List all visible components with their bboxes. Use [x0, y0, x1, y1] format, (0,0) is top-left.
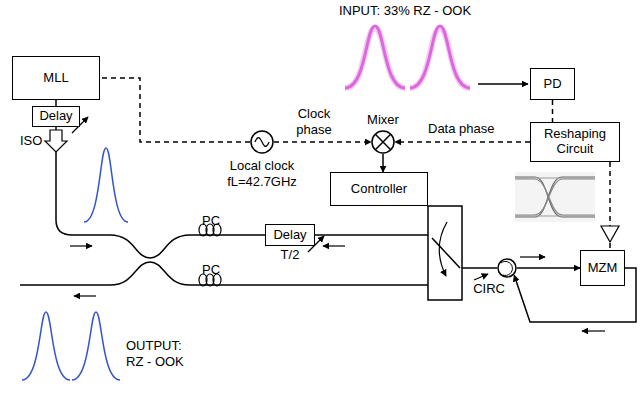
oscillator-symbol: Local clock fL=42.7GHz — [250, 130, 274, 154]
delay-box: Delay — [32, 106, 80, 127]
fiber — [315, 234, 428, 236]
node-heading: Mixer — [367, 112, 399, 127]
photodiode-box: PD — [530, 68, 575, 100]
optical-switch — [428, 206, 462, 300]
node-heading: Local clock fL=42.7GHz — [216, 158, 308, 189]
component-label: PC — [202, 262, 220, 278]
signal-line — [274, 141, 371, 143]
signal-label: INPUT: 33% RZ - OOK — [335, 3, 475, 19]
output-pulses — [22, 312, 120, 380]
box-label: MLL — [43, 71, 68, 86]
switch-lever — [432, 238, 460, 268]
signal-line — [100, 78, 250, 142]
signal-label: Data phase — [428, 121, 495, 137]
modulator-box: MZM — [580, 250, 625, 286]
signal-label: OUTPUT: RZ - OOK — [126, 338, 198, 369]
signal-label: Clock phase — [290, 106, 338, 137]
circulator-symbol: CIRC — [497, 258, 517, 278]
component-label: ISO — [20, 133, 42, 149]
amplifier-symbol — [601, 226, 619, 242]
sine-symbol — [255, 138, 269, 147]
node-heading: T/2 — [281, 248, 300, 263]
fiber-lines — [20, 126, 497, 285]
switch-arrow — [439, 222, 447, 276]
connector-line — [382, 154, 384, 172]
node-outline — [497, 258, 517, 278]
circle-outline — [498, 259, 516, 277]
component-label: PC — [202, 213, 220, 229]
node-heading: CIRC — [473, 281, 505, 296]
circle-outline — [372, 131, 394, 153]
fiber — [20, 262, 428, 285]
controller-box: Controller — [330, 172, 428, 206]
input-arrow — [478, 83, 528, 85]
input-pulses — [345, 26, 470, 88]
node-outline — [250, 130, 274, 154]
clock-pulse — [84, 148, 128, 222]
box-label: Delay — [273, 228, 306, 243]
fiber — [462, 267, 497, 269]
mixer-symbol: Mixer — [371, 130, 395, 154]
box-label: Controller — [351, 182, 407, 197]
signal-line — [395, 141, 530, 143]
pulse-glow — [345, 28, 470, 88]
box-label: Reshaping Circuit — [535, 127, 615, 157]
box-label: Delay — [39, 109, 72, 124]
isolator-symbol — [45, 130, 67, 152]
signal-line — [552, 100, 554, 122]
circulator-arrow — [501, 261, 512, 275]
circuit-box: Reshaping Circuit — [530, 122, 620, 162]
circle-outline — [251, 131, 273, 153]
eye-diagram — [515, 172, 595, 222]
laser-box: MLL — [12, 56, 100, 100]
direction-arrows — [70, 246, 605, 331]
delay-box: DelayT/2 — [265, 224, 315, 246]
mixer-cross — [375, 134, 390, 149]
connector-line — [517, 267, 580, 269]
node-outline — [371, 130, 395, 154]
box-label: PD — [543, 77, 561, 92]
box-label: MZM — [588, 261, 618, 276]
